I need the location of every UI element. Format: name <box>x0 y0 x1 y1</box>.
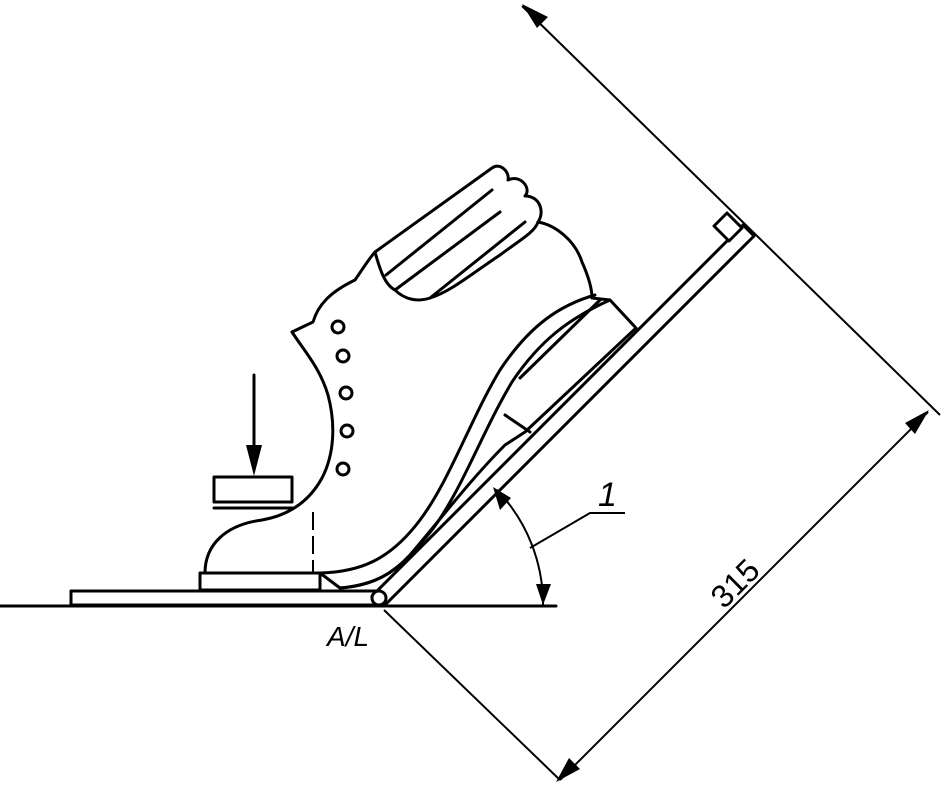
dimension-extension-top <box>521 5 941 416</box>
boot-sole-inner <box>338 298 612 590</box>
angle-arc <box>496 489 545 607</box>
boot <box>198 164 638 592</box>
dimension-value: 315 <box>703 552 766 615</box>
dimension-extension-top-arrow <box>522 4 548 28</box>
eyelet-1 <box>330 319 346 335</box>
base-plate <box>69 589 383 607</box>
dimension-arrow-top <box>905 410 929 434</box>
hinge-label: A/L <box>325 621 369 652</box>
eyelet-2 <box>335 348 351 364</box>
boot-toe-seam <box>518 298 602 380</box>
boot-shaft-line <box>384 188 494 277</box>
callout-leader <box>529 512 625 549</box>
dimension-line <box>559 411 929 781</box>
boot-heel <box>198 571 322 592</box>
angle-arc-arrow-bottom <box>536 584 551 605</box>
eyelet-4 <box>339 423 355 439</box>
boot-upper <box>203 164 638 590</box>
hinge-pin <box>370 589 388 607</box>
eyelet-3 <box>338 385 354 401</box>
dimension-extension-bottom <box>383 609 561 781</box>
eyelet-5 <box>335 461 351 477</box>
boot-toe-cap <box>503 413 532 434</box>
boot-sole-outer <box>318 293 597 575</box>
angle-arc-arrow-top <box>493 487 511 510</box>
load-weight <box>212 475 294 504</box>
force-arrow-head <box>246 445 262 476</box>
callout-number: 1 <box>598 476 617 514</box>
plate-stop-block <box>712 211 744 243</box>
boot-cuff-roll-3 <box>428 220 540 300</box>
dimension-arrow-bottom <box>556 758 580 782</box>
